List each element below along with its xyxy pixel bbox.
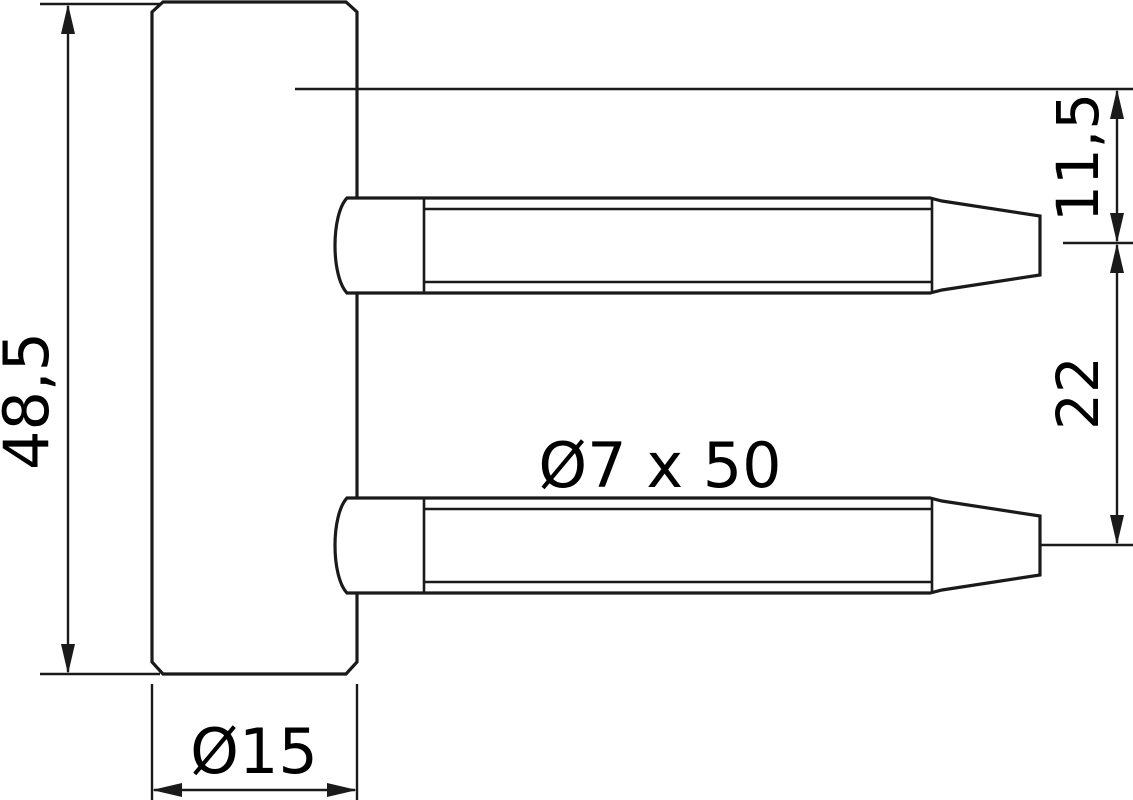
dimension-body-diameter: Ø15 <box>150 684 359 800</box>
right-extension-lines <box>295 87 1133 547</box>
lower-pin-outline <box>333 496 1042 595</box>
arrow-down-115 <box>1110 213 1124 243</box>
annotation-pin-spec: Ø7 x 50 <box>538 429 781 502</box>
arrow-down-22 <box>1110 515 1124 545</box>
arrow-down-48 <box>61 644 75 674</box>
hinge-body-part <box>150 0 359 676</box>
dim-label-body-diameter: Ø15 <box>190 715 318 788</box>
arrow-up-115 <box>1110 89 1124 119</box>
hinge-body-outline <box>150 0 359 676</box>
dimension-pin-spacing: 22 <box>1044 243 1124 545</box>
dim-label-overall-height: 48,5 <box>0 332 63 470</box>
arrow-right-d15 <box>327 783 357 797</box>
upper-pin-outline <box>333 196 1042 295</box>
arrow-up-48 <box>61 4 75 34</box>
upper-pin-part <box>333 196 1042 295</box>
dimension-upper-pin-offset: 11,5 <box>1044 89 1124 243</box>
dim-label-pin-spacing: 22 <box>1044 356 1112 430</box>
dimension-overall-height: 48,5 <box>0 2 160 676</box>
lower-pin-part <box>333 496 1042 595</box>
arrow-up-22 <box>1110 243 1124 273</box>
arrow-left-d15 <box>152 783 182 797</box>
dim-label-upper-pin-offset: 11,5 <box>1044 93 1112 222</box>
